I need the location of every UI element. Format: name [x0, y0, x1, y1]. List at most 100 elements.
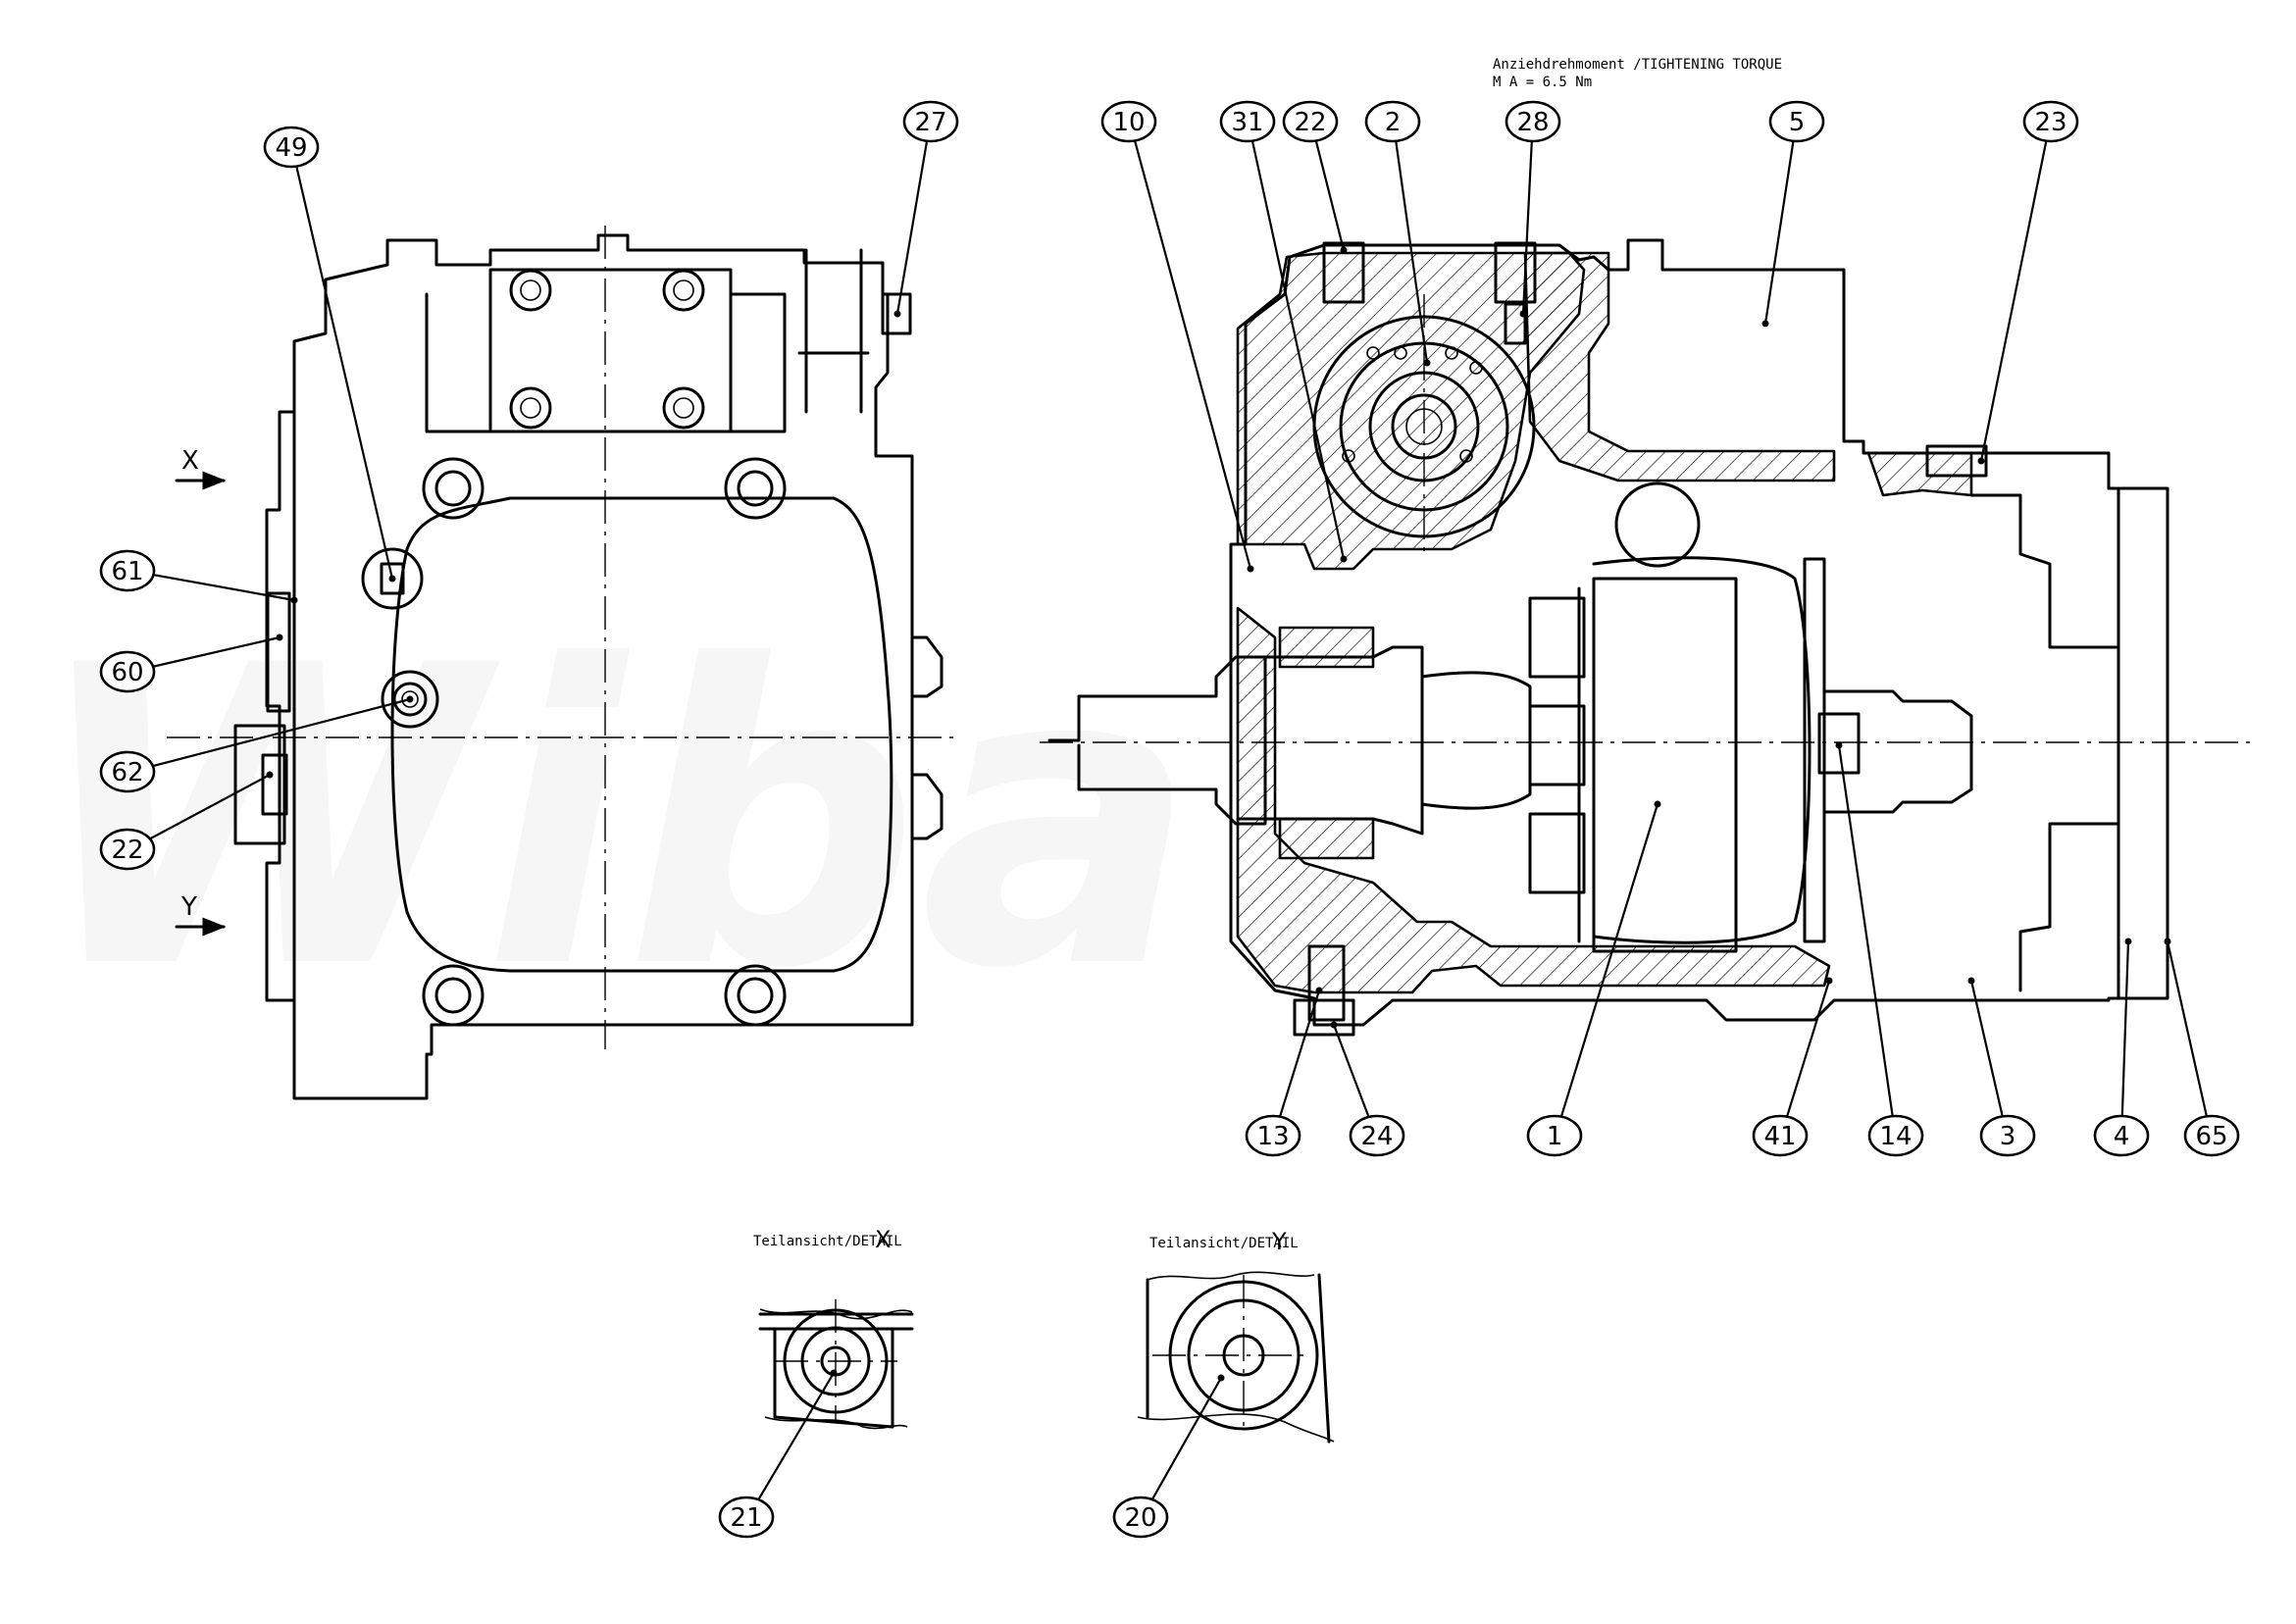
- callout-leader: [1133, 137, 1252, 570]
- callout-label: 31: [1231, 108, 1263, 137]
- callout-leader-dot: [1247, 565, 1254, 573]
- callout-label: 28: [1516, 108, 1549, 137]
- callout-label: 5: [1789, 108, 1806, 137]
- detail-y-letter: Y: [1271, 1228, 1287, 1255]
- callout-label: 14: [1879, 1122, 1912, 1151]
- callout-bubble-3: [1979, 1114, 2036, 1157]
- callout-leader: [146, 572, 295, 602]
- torque-note-line1: Anziehdrehmoment /TIGHTENING TORQUE: [1493, 57, 1782, 73]
- callout-bubble-24: [1349, 1114, 1405, 1157]
- callout-leader: [1278, 990, 1321, 1121]
- callout-leader: [895, 137, 929, 315]
- callout-leader: [1394, 137, 1429, 364]
- callout-bubble-14: [1867, 1114, 1924, 1157]
- callout-bubble-65: [2183, 1114, 2240, 1157]
- end-view: X Y: [167, 226, 956, 1100]
- callout-label: 65: [2195, 1122, 2227, 1151]
- callout-label: 1: [1547, 1122, 1563, 1151]
- callout-leader-dot: [1340, 246, 1348, 254]
- callout-leader-dot: [1835, 741, 1843, 749]
- callout-leader: [1250, 137, 1346, 560]
- callout-leader: [294, 163, 394, 580]
- callout-leader-dot: [2164, 938, 2171, 945]
- callout-bubble-21: [718, 1496, 775, 1539]
- callout-bubble-60: [99, 650, 156, 693]
- callout-bubble-61: [99, 549, 156, 592]
- callout-label: 21: [730, 1503, 762, 1533]
- view-marker-y: Y: [180, 892, 197, 922]
- callout-label: 13: [1256, 1122, 1289, 1151]
- callout-label: 27: [914, 108, 946, 137]
- callout-leader: [1784, 980, 1831, 1121]
- callout-leader: [1969, 980, 2005, 1120]
- callout-bubble-22: [1282, 100, 1339, 143]
- callout-bubble-41: [1752, 1114, 1809, 1157]
- callout-bubble-13: [1245, 1114, 1301, 1157]
- callout-leader-dot: [1519, 310, 1527, 318]
- callout-leader: [755, 1372, 835, 1504]
- callout-bubble-49: [263, 126, 320, 169]
- callout-label: 23: [2034, 108, 2066, 137]
- view-marker-x: X: [181, 446, 199, 476]
- callout-leader: [146, 697, 411, 769]
- callout-bubble-22: [99, 828, 156, 871]
- watermark: Wiba: [29, 580, 1198, 1059]
- callout-leader: [146, 635, 281, 670]
- callout-bubble-27: [902, 100, 959, 143]
- callout-leader-dot: [830, 1369, 838, 1377]
- callout-leader: [144, 774, 271, 843]
- callout-bubble-23: [2022, 100, 2079, 143]
- callout-leader: [1837, 744, 1895, 1120]
- callout-bubble-1: [1526, 1114, 1583, 1157]
- torque-note: Anziehdrehmoment /TIGHTENING TORQUE M A …: [1493, 57, 1782, 90]
- callout-label: 60: [111, 658, 143, 687]
- detail-y-caption: Teilansicht/DETAIL: [1149, 1236, 1299, 1251]
- callout-leader-dot: [1761, 320, 1769, 328]
- callout-label: 2: [1385, 108, 1402, 137]
- callout-leader-dot: [893, 310, 901, 318]
- callout-label: 22: [111, 836, 143, 865]
- callout-leader: [2166, 940, 2209, 1120]
- callout-leader-dot: [1967, 977, 1975, 985]
- callout-leader-dot: [1217, 1374, 1225, 1382]
- torque-note-line2: M A = 6.5 Nm: [1493, 75, 1592, 90]
- section-view: [1040, 238, 2256, 1037]
- callout-label: 61: [111, 557, 143, 586]
- callout-bubble-62: [99, 750, 156, 793]
- callout-leader-dot: [1654, 800, 1661, 808]
- callout-bubble-10: [1100, 100, 1157, 143]
- callout-label: 41: [1763, 1122, 1796, 1151]
- cover-bolts: [422, 457, 787, 1027]
- callout-label: 49: [275, 133, 307, 163]
- valve-block-screws: [509, 269, 705, 430]
- detail-x-caption: Teilansicht/DETAIL: [753, 1234, 902, 1249]
- callout-leader: [1149, 1377, 1222, 1503]
- callout-label: 20: [1124, 1503, 1156, 1533]
- callout-leader: [1332, 1024, 1371, 1121]
- callout-label: 22: [1294, 108, 1326, 137]
- callout-leader: [1763, 137, 1796, 325]
- callout-bubble-31: [1219, 100, 1276, 143]
- callout-label: 4: [2114, 1122, 2130, 1151]
- detail-y-view: Teilansicht/DETAIL Y: [1137, 1228, 1335, 1444]
- callout-leader-dot: [1825, 977, 1833, 985]
- callout-bubble-4: [2093, 1114, 2150, 1157]
- callout-bubble-2: [1364, 100, 1421, 143]
- detail-x-view: Teilansicht/DETAIL X: [753, 1226, 914, 1430]
- callout-leader-dot: [1977, 457, 1985, 465]
- callout-label: 62: [111, 758, 143, 787]
- callout-leader: [2120, 940, 2130, 1120]
- callout-leader: [1521, 137, 1534, 315]
- callout-leader-dot: [1340, 555, 1348, 563]
- detail-x-letter: X: [875, 1226, 891, 1253]
- callout-leader: [1979, 137, 2049, 462]
- callout-leader-dot: [266, 771, 274, 779]
- callout-leader: [1558, 803, 1659, 1121]
- callout-leader: [1313, 137, 1346, 251]
- callout-label: 24: [1360, 1122, 1393, 1151]
- callout-leader-dot: [1423, 359, 1431, 367]
- callout-leader-dot: [290, 596, 298, 604]
- callout-label: 10: [1112, 108, 1145, 137]
